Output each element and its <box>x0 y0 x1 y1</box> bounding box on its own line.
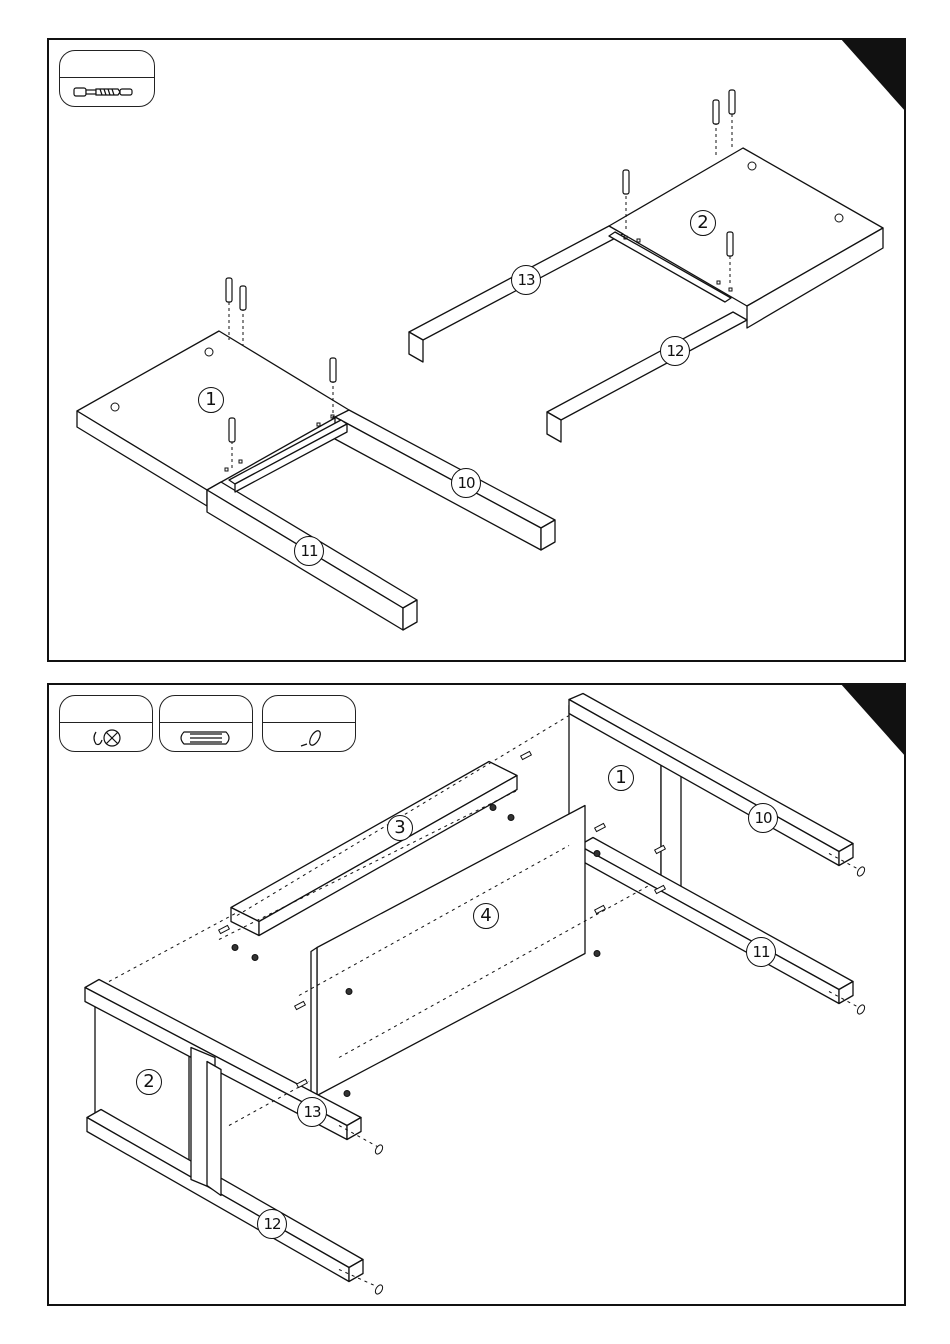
part-label-2: 2 <box>136 1069 162 1095</box>
rail-10-front <box>335 417 541 550</box>
part-label-10: 10 <box>748 803 778 833</box>
part-label-10: 10 <box>451 468 481 498</box>
rail-11-top <box>579 838 853 990</box>
part-label-12: 12 <box>660 336 690 366</box>
part-label-2: 2 <box>690 210 716 236</box>
part-label-12: 12 <box>257 1209 287 1239</box>
part-2-top-face <box>609 148 883 306</box>
part-label-1: 1 <box>198 387 224 413</box>
rail-11-front <box>579 846 839 1004</box>
assembly-step-2-panel: 1 2 3 4 10 11 12 13 <box>47 683 906 1306</box>
rail-12-top <box>87 1110 363 1268</box>
part-label-1: 1 <box>608 765 634 791</box>
part-label-13: 13 <box>297 1097 327 1127</box>
rail-10-top <box>335 410 555 528</box>
step-2-assembly-drawing <box>49 685 906 1306</box>
assembly-step-1-panel: 1 2 10 11 12 13 <box>47 38 906 662</box>
part-label-4: 4 <box>473 903 499 929</box>
rail-12-top <box>547 312 747 420</box>
part-label-11: 11 <box>294 536 324 566</box>
part-label-11: 11 <box>746 937 776 967</box>
part-label-3: 3 <box>387 815 413 841</box>
step-1-assembly-drawing <box>49 40 906 662</box>
part-label-13: 13 <box>511 265 541 295</box>
